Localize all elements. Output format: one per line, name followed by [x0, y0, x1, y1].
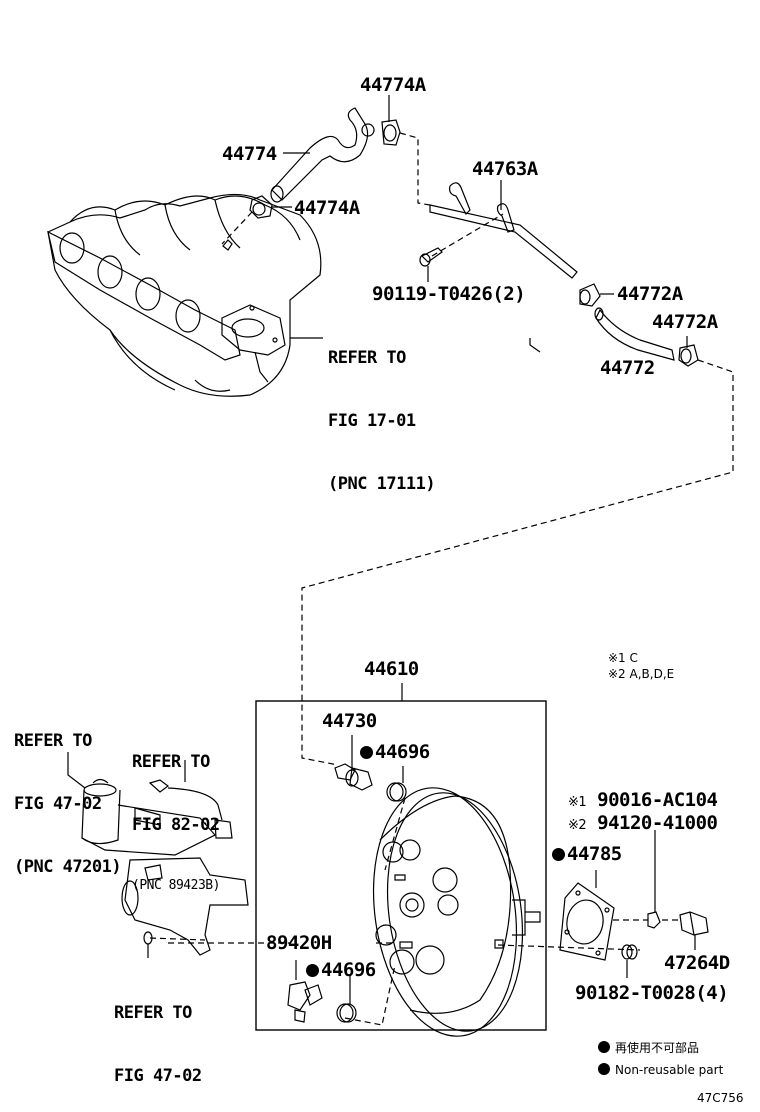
- label-44772a-mid[interactable]: 44772A: [617, 283, 683, 305]
- label-90119-t0426[interactable]: 90119-T0426(2): [372, 283, 526, 305]
- bolt-90119-drawing: [419, 247, 443, 267]
- label-94120-41000: ※2 94120-41000: [568, 812, 718, 834]
- sensor-89420h-drawing: [287, 981, 323, 1023]
- legend-jp: 再使用不可部品: [598, 1037, 723, 1059]
- label-90182-t0028[interactable]: 90182-T0028(4): [575, 982, 729, 1004]
- label-44774[interactable]: 44774: [222, 143, 277, 165]
- clevis-47264d-drawing: [679, 911, 709, 936]
- grommet-44696-bottom-drawing: [336, 1003, 357, 1023]
- ref-master-cylinder[interactable]: REFER TO FIG 47-02 (PNC 47201): [14, 689, 122, 899]
- variant-legend: ※1 C ※2 A,B,D,E: [608, 650, 674, 682]
- ref-line: REFER TO: [14, 731, 92, 751]
- label-44696-top[interactable]: 44696: [360, 743, 430, 762]
- label-44730[interactable]: 44730: [322, 710, 377, 732]
- master-cylinder-drawing: [81, 778, 249, 956]
- non-reusable-dot-icon: [598, 1041, 610, 1053]
- label-89420h[interactable]: 89420H: [266, 932, 332, 954]
- nut-variant-drawing: [647, 911, 661, 929]
- label-44774a-top[interactable]: 44774A: [360, 74, 426, 96]
- ref-line: REFER TO: [132, 752, 210, 772]
- clip-44774a-top-drawing: [381, 119, 401, 146]
- ref-line: FIG 47-02: [14, 794, 102, 814]
- brake-booster-drawing: [372, 787, 541, 1037]
- leader-lines: [67, 95, 696, 1004]
- ref-line: (PNC 89423B): [132, 878, 220, 893]
- label-44772a-right[interactable]: 44772A: [652, 311, 718, 333]
- bracket-44763a-drawing: [429, 182, 578, 279]
- ref-line: FIG 17-01: [328, 411, 416, 431]
- label-44696-bottom[interactable]: 44696: [306, 961, 376, 980]
- label-44785[interactable]: 44785: [552, 845, 622, 864]
- label-nut-variants[interactable]: ※1 90016-AC104 ※2 94120-41000: [568, 789, 718, 836]
- hose-44774-drawing: [270, 107, 375, 203]
- variant-1: ※1 C: [608, 651, 638, 665]
- diagram-id: 47C756: [697, 1091, 744, 1105]
- booster-assembly-frame: [255, 700, 547, 1031]
- nut-90182-drawing: [621, 944, 638, 960]
- label-47264d[interactable]: 47264D: [664, 952, 730, 974]
- ref-line: REFER TO: [328, 348, 406, 368]
- clip-44772a-right-drawing: [678, 344, 699, 367]
- non-reusable-dot-icon: [598, 1063, 610, 1075]
- non-reusable-dot-icon: [360, 746, 373, 759]
- non-reusable-dot-icon: [552, 848, 565, 861]
- clip-44774a-lower-drawing: [249, 195, 273, 219]
- label-44772[interactable]: 44772: [600, 357, 655, 379]
- ref-master-cylinder-nut[interactable]: REFER TO FIG 47-02: [114, 961, 202, 1108]
- label-44610[interactable]: 44610: [364, 658, 419, 680]
- non-reusable-legend: 再使用不可部品 Non-reusable part: [598, 1037, 723, 1081]
- label-44763a[interactable]: 44763A: [472, 158, 538, 180]
- grommet-44696-top-drawing: [386, 782, 407, 802]
- gasket-44785-drawing: [559, 882, 615, 961]
- ref-line: (PNC 47201): [14, 857, 122, 877]
- clip-44772a-mid-drawing: [579, 283, 601, 307]
- label-44774a-lower[interactable]: 44774A: [294, 197, 360, 219]
- label-90016-ac104: ※1 90016-AC104: [568, 789, 718, 811]
- ref-intake-manifold[interactable]: REFER TO FIG 17-01 (PNC 17111): [328, 306, 436, 516]
- ref-line: (PNC 17111): [328, 474, 436, 494]
- variant-2: ※2 A,B,D,E: [608, 667, 675, 681]
- check-valve-44730-drawing: [334, 763, 373, 791]
- ref-line: FIG 47-02: [114, 1066, 202, 1086]
- intake-manifold-drawing: [47, 193, 322, 397]
- legend-en: Non-reusable part: [598, 1059, 723, 1081]
- non-reusable-dot-icon: [306, 964, 319, 977]
- hose-44772-drawing: [594, 307, 675, 361]
- ref-wiring[interactable]: REFER TO FIG 82-02 (PNC 89423B): [132, 710, 220, 914]
- ref-line: FIG 82-02: [132, 815, 220, 835]
- ref-line: REFER TO: [114, 1003, 192, 1023]
